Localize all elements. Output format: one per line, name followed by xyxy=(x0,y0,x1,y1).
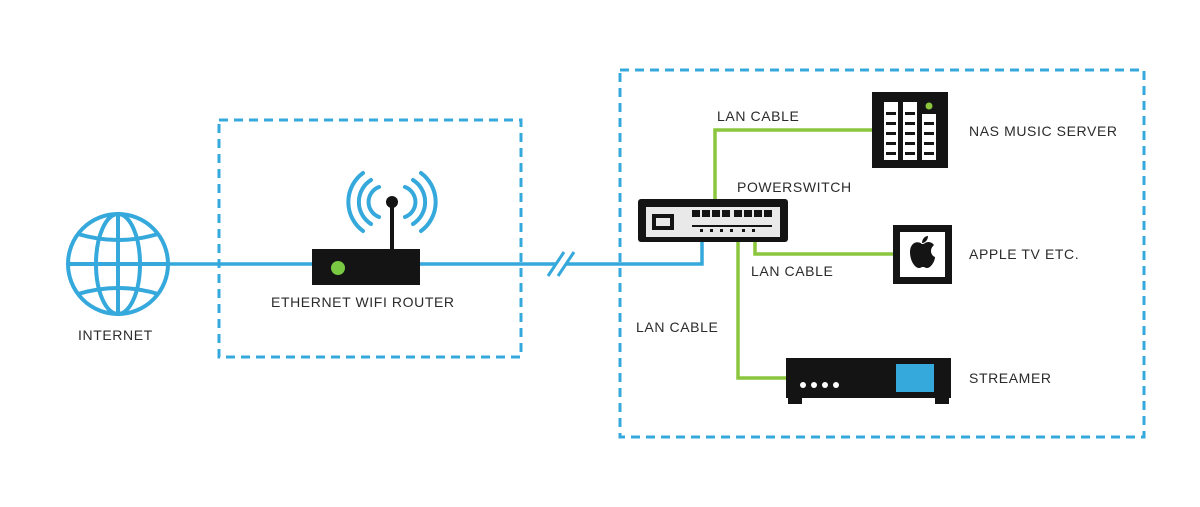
lan-cable-appletv-label: LAN CABLE xyxy=(751,263,834,279)
globe-icon xyxy=(66,212,170,316)
powerswitch-label: POWERSWITCH xyxy=(737,179,852,195)
nas-label: NAS MUSIC SERVER xyxy=(969,123,1118,139)
lan-cable-nas-label: LAN CABLE xyxy=(717,108,800,124)
home-network-zone-boundary xyxy=(618,68,1146,439)
router-icon xyxy=(312,196,420,285)
network-switch-icon xyxy=(638,199,788,242)
streamer-icon xyxy=(786,358,951,404)
internet-label: INTERNET xyxy=(78,327,153,343)
apple-logo-icon xyxy=(910,241,935,268)
nas-server-icon xyxy=(872,92,948,168)
lan-cable-nas xyxy=(713,128,872,212)
ethernet-line xyxy=(168,215,704,266)
router-status-led xyxy=(331,261,345,275)
router-label: ETHERNET WIFI ROUTER xyxy=(271,294,455,310)
lan-cable-streamer-label: LAN CABLE xyxy=(636,319,719,335)
wifi-signal-icon xyxy=(346,171,438,233)
appletv-label: APPLE TV ETC. xyxy=(969,246,1080,262)
streamer-label: STREAMER xyxy=(969,370,1052,386)
router-zone-boundary xyxy=(217,118,523,359)
lan-cable-streamer xyxy=(736,222,786,380)
line-break-icon xyxy=(546,247,576,281)
apple-tv-icon xyxy=(893,225,952,284)
streamer-screen xyxy=(896,364,934,392)
